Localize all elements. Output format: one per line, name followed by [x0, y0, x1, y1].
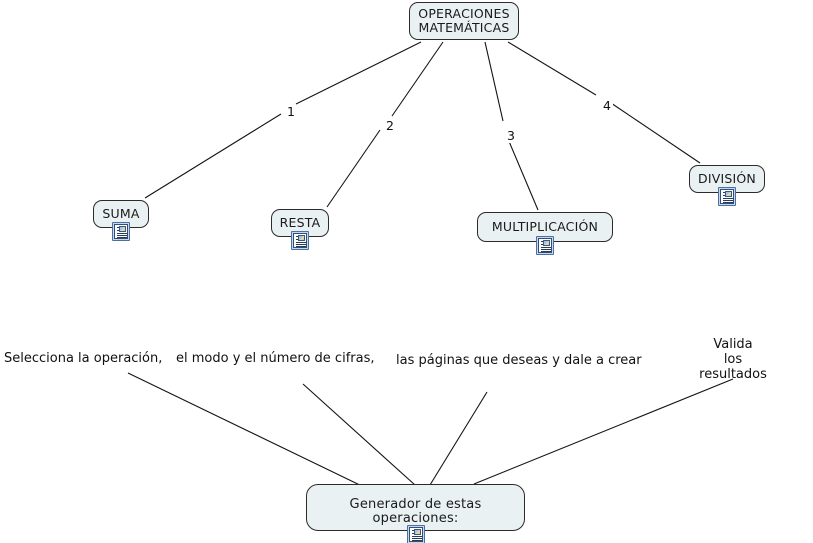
- edge-root-to-suma-lower: [144, 113, 282, 199]
- edge-root-to-multi-upper: [484, 41, 504, 122]
- annotation-selecciona: Selecciona la operación,: [4, 351, 163, 366]
- document-text-line: [541, 247, 551, 248]
- concept-node-label: SUMA: [102, 206, 140, 221]
- concept-node-label: DIVISIÓN: [698, 171, 756, 186]
- edge-root-to-suma-upper: [295, 41, 422, 105]
- concept-node-root[interactable]: OPERACIONES MATEMÁTICAS: [409, 2, 519, 40]
- annotation-valida: Valida los resultados: [699, 337, 767, 382]
- concept-node-label: Generador de estas operaciones:: [349, 497, 482, 526]
- concept-node-label: RESTA: [279, 215, 321, 230]
- document-text-line: [541, 249, 551, 250]
- document-page-glyph: [720, 189, 734, 204]
- document-resource-icon[interactable]: [718, 187, 736, 206]
- document-page-glyph: [409, 527, 423, 542]
- concept-node-suma[interactable]: SUMA: [93, 200, 149, 228]
- document-text-line: [723, 200, 733, 201]
- document-thumbnail-glyph: [414, 529, 421, 535]
- document-text-line: [723, 202, 733, 203]
- document-text-line: [117, 235, 127, 236]
- concept-node-generador[interactable]: Generador de estas operaciones:: [306, 484, 525, 531]
- document-page-glyph: [538, 238, 552, 253]
- document-page-glyph: [293, 233, 307, 248]
- document-thumbnail-glyph: [298, 235, 305, 241]
- document-thumbnail-glyph: [725, 191, 732, 197]
- document-text-line: [541, 251, 551, 252]
- edge-text3-to-generador: [429, 391, 488, 486]
- edge-text1-to-generador: [127, 372, 367, 489]
- document-resource-icon[interactable]: [407, 525, 425, 543]
- document-text-line: [412, 538, 422, 539]
- edge-text4-to-generador: [473, 378, 734, 485]
- document-text-line: [296, 244, 306, 245]
- edge-text2-to-generador: [302, 383, 416, 486]
- edge-root-to-resta-upper: [391, 41, 444, 117]
- document-page-glyph: [114, 224, 128, 239]
- document-resource-icon[interactable]: [112, 222, 130, 241]
- annotation-paginas: las páginas que deseas y dale a crear: [396, 353, 642, 368]
- edge-number-label-4: 4: [601, 98, 613, 113]
- document-resource-icon[interactable]: [536, 236, 554, 255]
- document-text-line: [117, 233, 127, 234]
- edge-root-to-multi-lower: [507, 138, 539, 211]
- document-text-line: [117, 237, 127, 238]
- annotation-modo: el modo y el número de cifras,: [176, 351, 375, 366]
- document-text-line: [412, 540, 422, 541]
- document-text-line: [296, 242, 306, 243]
- edge-number-label-1: 1: [285, 104, 297, 119]
- document-text-line: [723, 198, 733, 199]
- document-resource-icon[interactable]: [291, 231, 309, 250]
- edge-number-label-3: 3: [505, 128, 517, 143]
- edge-number-label-2: 2: [384, 118, 396, 133]
- edge-root-to-resta-lower: [326, 129, 381, 208]
- document-thumbnail-glyph: [119, 226, 126, 232]
- document-thumbnail-glyph: [543, 240, 550, 246]
- edge-root-to-div-upper: [507, 41, 597, 96]
- concept-node-label: MULTIPLICACIÓN: [491, 219, 599, 234]
- document-text-line: [412, 536, 422, 537]
- edge-root-to-div-lower: [610, 102, 701, 164]
- concept-node-label: OPERACIONES MATEMÁTICAS: [418, 6, 510, 35]
- document-text-line: [296, 246, 306, 247]
